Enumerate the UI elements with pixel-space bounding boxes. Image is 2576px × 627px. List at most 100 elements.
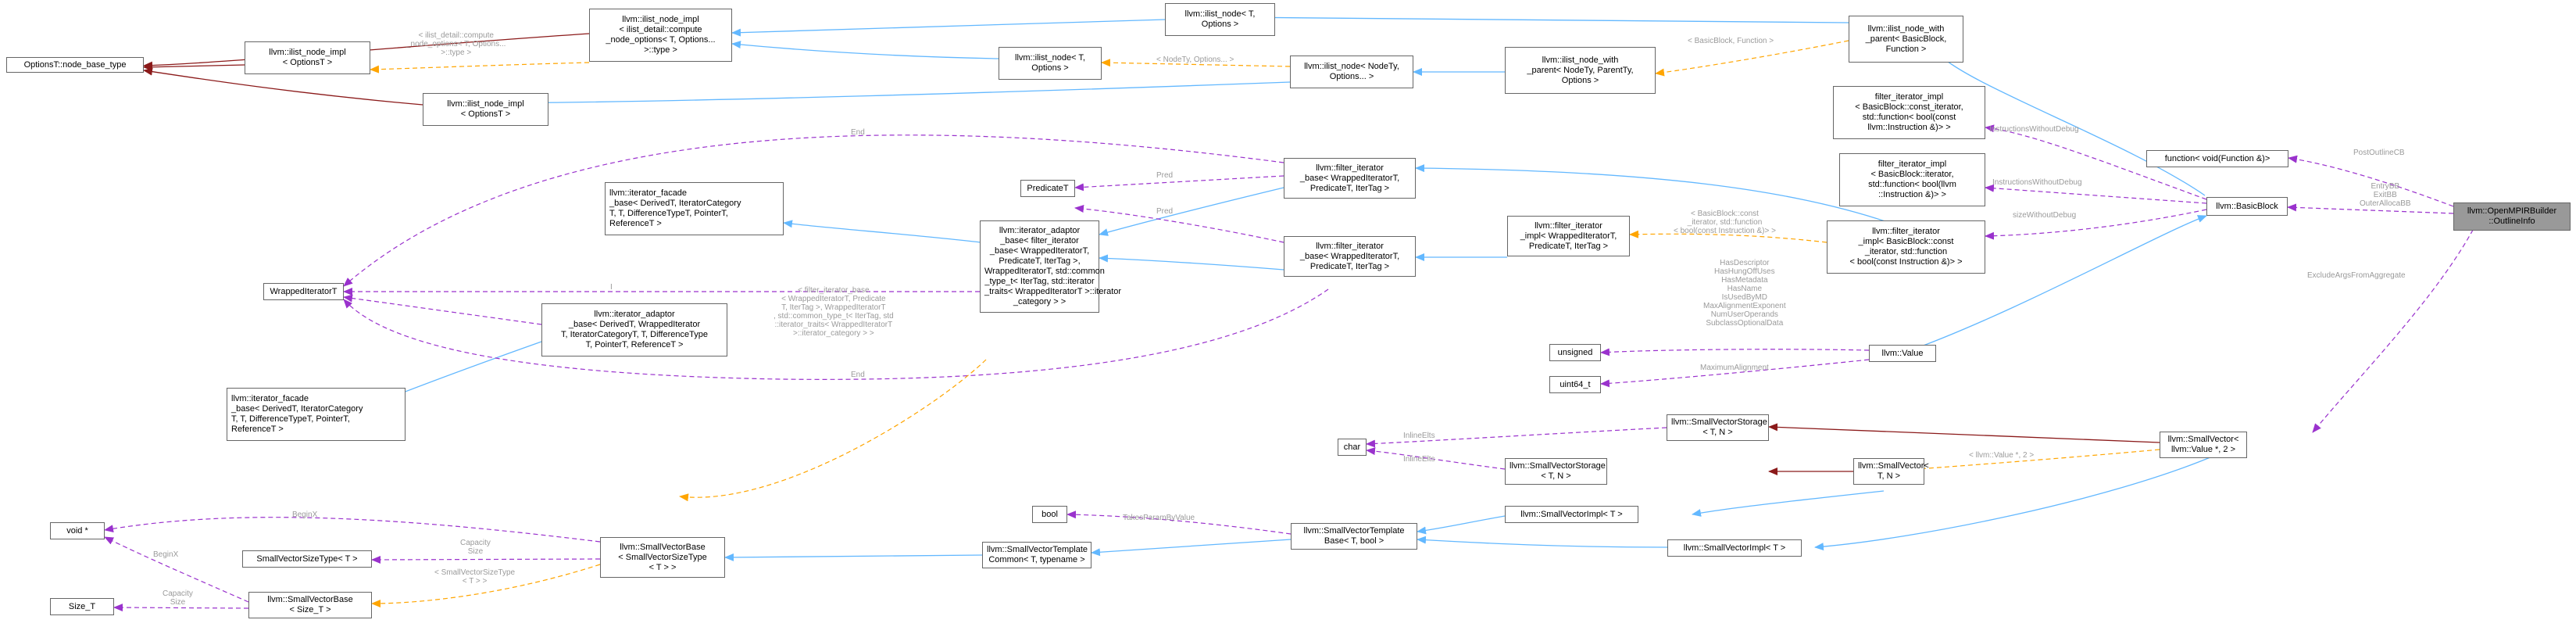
- node-line: bool: [1041, 509, 1058, 519]
- node-filter-iterator-impl-generic[interactable]: llvm::filter_iterator _impl< WrappedIter…: [1507, 216, 1630, 256]
- node-ilist-node-with-parent-basicblock[interactable]: llvm::ilist_node_with _parent< BasicBloc…: [1849, 16, 1963, 63]
- edge-label-line: HasMetadata: [1721, 276, 1768, 285]
- edge-use-postoutline: [2288, 155, 2454, 207]
- node-small-vector-template-base[interactable]: llvm::SmallVectorTemplate Base< T, bool …: [1291, 523, 1417, 550]
- node-char[interactable]: char: [1338, 439, 1367, 456]
- edge-inherit-implopt2-to-nodety: [491, 81, 1291, 107]
- node-line: llvm::ilist_node_impl: [269, 48, 346, 57]
- node-line: T, N >: [1877, 471, 1901, 481]
- node-line: llvm::ilist_node< T,: [1015, 53, 1085, 63]
- node-small-vector-impl-1[interactable]: llvm::SmallVectorImpl< T >: [1505, 506, 1638, 523]
- node-void-ptr[interactable]: void *: [50, 522, 105, 539]
- node-iterator-facade-base-2[interactable]: llvm::iterator_facade _base< DerivedT, I…: [227, 388, 406, 441]
- node-line: ReferenceT >: [609, 219, 662, 228]
- node-size-t[interactable]: Size_T: [50, 598, 114, 615]
- node-line: void *: [66, 525, 88, 536]
- node-line: llvm::iterator_adaptor: [999, 226, 1081, 235]
- node-ilist-node-impl-options-2[interactable]: llvm::ilist_node_impl < OptionsT >: [423, 93, 548, 126]
- edge-label-line: SubclassOptionalData: [1706, 319, 1784, 328]
- edge-use-takesparam: [1066, 511, 1292, 535]
- node-ilist-node-t-options-2[interactable]: llvm::ilist_node< T, Options >: [999, 47, 1102, 80]
- edge-label-post-outline-cb: PostOutlineCB: [2353, 149, 2405, 157]
- node-line: llvm::iterator_facade: [231, 394, 309, 403]
- node-small-vector-storage-1[interactable]: llvm::SmallVectorStorage < T, N >: [1667, 414, 1769, 441]
- node-line: llvm::Value *, 2 >: [2170, 445, 2236, 454]
- node-small-vector-template-common[interactable]: llvm::SmallVectorTemplate Common< T, typ…: [982, 542, 1091, 568]
- node-line: Options... >: [1329, 72, 1374, 81]
- node-line: llvm::SmallVectorBase: [267, 595, 353, 604]
- node-small-vector-base-template[interactable]: llvm::SmallVectorBase < SmallVectorSizeT…: [600, 537, 725, 578]
- edge-label-size-without-debug: sizeWithoutDebug: [2013, 211, 2076, 220]
- node-line: function< void(Function &)>: [2164, 153, 2271, 163]
- node-line: llvm::ilist_node< NodeTy,: [1304, 62, 1399, 71]
- node-iterator-adaptor-base-generic[interactable]: llvm::iterator_adaptor _base< DerivedT, …: [541, 303, 727, 356]
- edge-label-line: _iterator, std::function: [1687, 218, 1763, 227]
- node-line: std::function< bool(const: [1862, 113, 1956, 122]
- node-line: >::type >: [644, 45, 677, 55]
- node-small-vector-size-type[interactable]: SmallVectorSizeType< T >: [242, 550, 372, 568]
- node-small-vector-base-size[interactable]: llvm::SmallVectorBase < Size_T >: [248, 592, 372, 618]
- node-line: Size_T: [68, 601, 96, 611]
- edge-label-value-flags: HasDescriptor HasHungOffUses HasMetadata…: [1703, 259, 1786, 328]
- edge-inherit-ilistnode1-to-withparent-bb: [1231, 13, 1849, 23]
- edge-label-pred-1: Pred: [1156, 171, 1173, 180]
- node-basic-block[interactable]: llvm::BasicBlock: [2206, 197, 2288, 216]
- node-line: _impl< BasicBlock::const: [1858, 237, 1954, 246]
- node-line: llvm::filter_iterator: [1316, 163, 1384, 173]
- node-iterator-adaptor-base-filter[interactable]: llvm::iterator_adaptor _base< filter_ite…: [980, 220, 1121, 313]
- node-wrapped-iterator-t[interactable]: WrappedIteratorT: [263, 283, 344, 300]
- node-line: unsigned: [1557, 347, 1593, 357]
- edge-use-instr-debug-1: [1985, 124, 2207, 200]
- node-outline-info[interactable]: llvm::OpenMPIRBuilder ::OutlineInfo: [2453, 202, 2571, 231]
- edge-label-end-bottom: End: [851, 371, 865, 379]
- edge-label-line: NumUserOperands: [1710, 310, 1778, 319]
- node-line: llvm::ilist_node_impl: [622, 15, 699, 24]
- node-line: Options >: [1031, 63, 1069, 73]
- edge-label-line: HasName: [1727, 285, 1763, 293]
- edge-label-line: < WrappedIteratorT, Predicate: [781, 295, 886, 303]
- edge-label-line: HasHungOffUses: [1713, 267, 1775, 276]
- edge-label-line: InlineElts: [1403, 455, 1435, 464]
- node-small-vector-value-ptr[interactable]: llvm::SmallVector< llvm::Value *, 2 >: [2160, 432, 2247, 458]
- node-line: llvm::ilist_node_with: [1867, 23, 1945, 34]
- node-ilist-node-t-options-1[interactable]: llvm::ilist_node< T, Options >: [1165, 3, 1275, 36]
- node-line: llvm::iterator_facade: [609, 188, 688, 198]
- edge-label-beginx-1: BeginX: [292, 511, 317, 519]
- edge-label-maximum-alignment: MaximumAlignment: [1700, 364, 1769, 372]
- node-line: T, T, DifferenceTypeT, PointerT,: [609, 209, 728, 218]
- node-unsigned[interactable]: unsigned: [1549, 344, 1601, 361]
- node-iterator-facade-base-1[interactable]: llvm::iterator_facade _base< DerivedT, I…: [605, 182, 784, 235]
- node-ilist-node-impl-options-1[interactable]: llvm::ilist_node_impl < OptionsT >: [245, 41, 370, 74]
- edge-label-llvm-value-ptr-2: < llvm::Value *, 2 >: [1969, 451, 2034, 460]
- node-filter-iterator-impl-iter[interactable]: filter_iterator_impl < BasicBlock::itera…: [1839, 153, 1985, 206]
- node-line: llvm::ilist_node_impl: [447, 99, 524, 109]
- node-line: < BasicBlock::const_iterator,: [1855, 102, 1963, 112]
- edge-label-line: < NodeTy, Options... >: [1156, 56, 1234, 64]
- node-line: Common< T, typename >: [988, 555, 1085, 564]
- node-uint64-t[interactable]: uint64_t: [1549, 376, 1601, 393]
- node-value[interactable]: llvm::Value: [1869, 345, 1936, 362]
- node-options-node-base-type[interactable]: OptionsT::node_base_type: [6, 57, 144, 73]
- node-small-vector-impl-2[interactable]: llvm::SmallVectorImpl< T >: [1667, 539, 1802, 557]
- node-ilist-node-nodety[interactable]: llvm::ilist_node< NodeTy, Options... >: [1290, 56, 1413, 88]
- node-ilist-node-with-parent-nodety[interactable]: llvm::ilist_node_with _parent< NodeTy, P…: [1505, 47, 1656, 94]
- edge-label-nodety-options: < NodeTy, Options... >: [1156, 56, 1234, 64]
- node-line: < ilist_detail::compute: [619, 25, 702, 34]
- node-filter-iterator-impl-llvm[interactable]: llvm::filter_iterator _impl< BasicBlock:…: [1827, 220, 1985, 274]
- node-line: SmallVectorSizeType< T >: [256, 554, 358, 564]
- node-line: _base< DerivedT, WrappedIterator: [568, 320, 701, 329]
- node-ilist-node-impl-compute[interactable]: llvm::ilist_node_impl < ilist_detail::co…: [589, 9, 732, 62]
- node-small-vector-storage-2[interactable]: llvm::SmallVectorStorage < T, N >: [1505, 458, 1607, 485]
- node-bool[interactable]: bool: [1032, 506, 1067, 523]
- node-filter-iterator-base-2[interactable]: llvm::filter_iterator _base< WrappedIter…: [1284, 236, 1416, 277]
- node-small-vector-t-n[interactable]: llvm::SmallVector< T, N >: [1853, 458, 1929, 485]
- node-filter-iterator-base-1[interactable]: llvm::filter_iterator _base< WrappedIter…: [1284, 158, 1416, 199]
- node-predicate-t[interactable]: PredicateT: [1020, 180, 1075, 197]
- node-filter-iterator-impl-const[interactable]: filter_iterator_impl < BasicBlock::const…: [1833, 86, 1985, 139]
- edge-label-line: Capacity: [460, 539, 491, 547]
- node-line: _base< WrappedIteratorT,: [1299, 251, 1400, 261]
- edge-label-line: MaxAlignmentExponent: [1703, 302, 1786, 310]
- node-line: _parent< NodeTy, ParentTy,: [1527, 65, 1634, 75]
- edge-label-line: IsUsedByMD: [1721, 293, 1767, 302]
- node-function-void[interactable]: function< void(Function &)>: [2146, 150, 2288, 167]
